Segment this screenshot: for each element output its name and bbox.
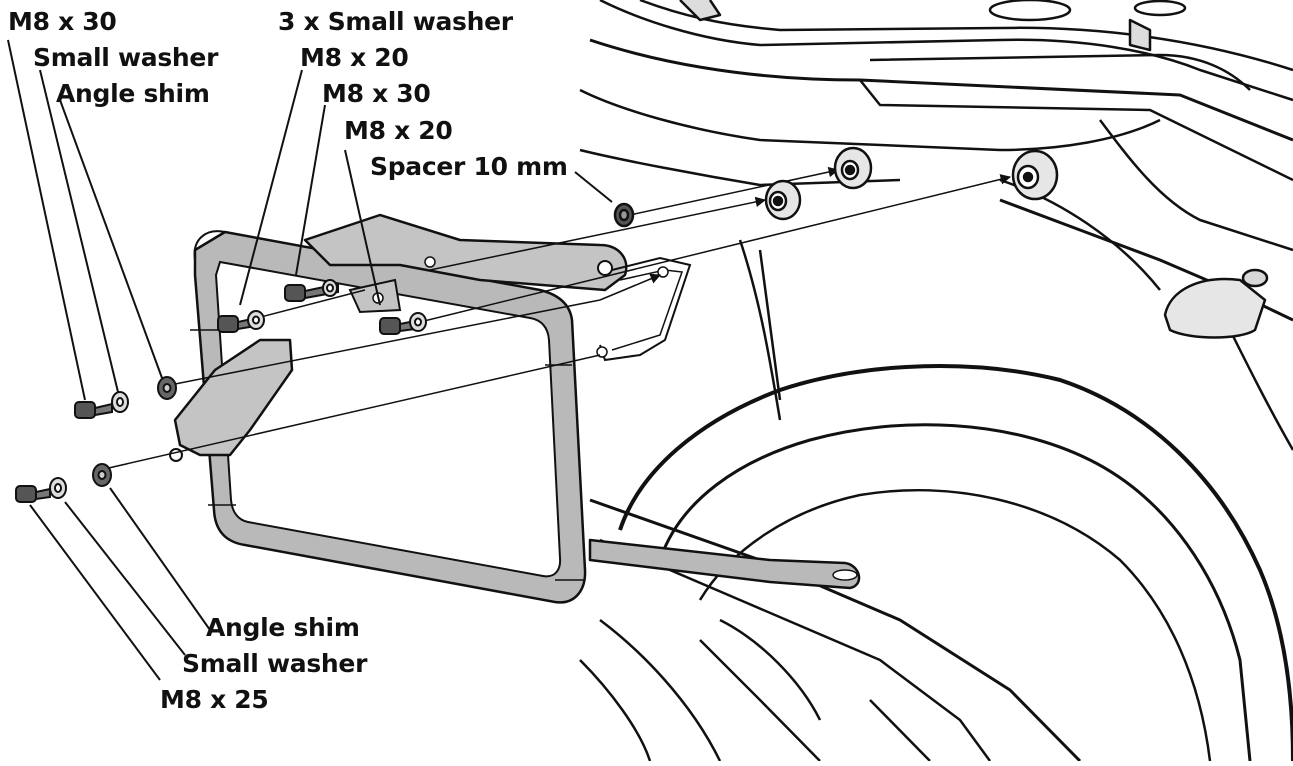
label-spacer: Spacer 10 mm: [370, 152, 568, 181]
bolt-m8x20-a: [217, 310, 265, 333]
label-bolt-a: M8 x 20: [300, 43, 409, 72]
leader-lines: [7, 39, 613, 681]
label-bottom-bolt: M8 x 25: [160, 685, 269, 714]
label-bolt-b: M8 x 30: [322, 79, 431, 108]
motorcycle-body: [579, 0, 1293, 763]
spacer-middle: [764, 179, 802, 221]
spacer-upper: [833, 146, 873, 190]
bolt-m8x20-b: [379, 312, 427, 335]
assembly-axis-lines: [99, 166, 1012, 471]
label-washers-group: 3 x Small washer: [278, 7, 513, 36]
bolt-m8x30-left: [74, 376, 177, 419]
spacers: [613, 146, 1059, 228]
label-bottom-washer: Small washer: [182, 649, 368, 678]
label-top-left-bolt: M8 x 30: [8, 7, 117, 36]
label-bottom-shim: Angle shim: [206, 613, 360, 642]
label-bolt-c: M8 x 20: [344, 116, 453, 145]
bolt-m8x30-upper: [284, 279, 339, 302]
pannier-rack-frame: [169, 213, 861, 604]
fasteners: [15, 279, 427, 503]
spacer-right: [1011, 149, 1059, 201]
label-top-left-shim: Angle shim: [56, 79, 210, 108]
label-top-left-washer: Small washer: [33, 43, 219, 72]
spacer-10mm: [613, 202, 635, 228]
bolt-m8x25-bottom: [15, 463, 112, 503]
